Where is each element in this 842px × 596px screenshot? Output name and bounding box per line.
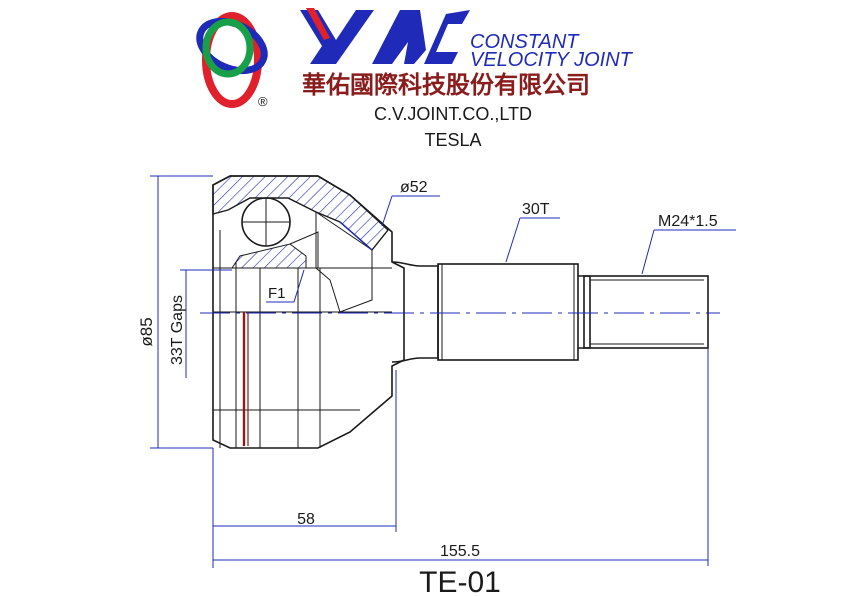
bell-length-label: 58 (297, 511, 315, 528)
overall-length-label: 155.5 (440, 543, 480, 560)
brand-logo: ® CONSTANT VELOCITY JOINT 華佑國際科技股份有限公司 (196, 8, 634, 109)
spline-label: 30T (522, 201, 550, 218)
gaps-label: 33T Gaps (169, 295, 186, 365)
dimension-labels: ø85 33T Gaps ø52 30T M24*1.5 F1 58 155.5 (137, 179, 718, 560)
brand-wordmark (300, 8, 470, 64)
feature-label: F1 (268, 285, 286, 302)
company-chinese-name: 華佑國際科技股份有限公司 (302, 71, 590, 99)
registered-mark: ® (258, 94, 268, 109)
rings-icon (196, 12, 268, 108)
joint-outline (200, 175, 720, 449)
dimension-lines (150, 175, 736, 568)
thread-label: M24*1.5 (658, 213, 718, 230)
outer-diameter-label: ø85 (137, 317, 156, 346)
company-name: C.V.JOINT.CO.,LTD (374, 104, 532, 124)
seal-diameter-label: ø52 (400, 179, 428, 196)
tagline-line2: VELOCITY JOINT (470, 49, 634, 71)
part-number: TE-01 (419, 566, 501, 596)
tagline-line1: CONSTANT (470, 31, 580, 53)
vehicle-make: TESLA (424, 130, 481, 150)
